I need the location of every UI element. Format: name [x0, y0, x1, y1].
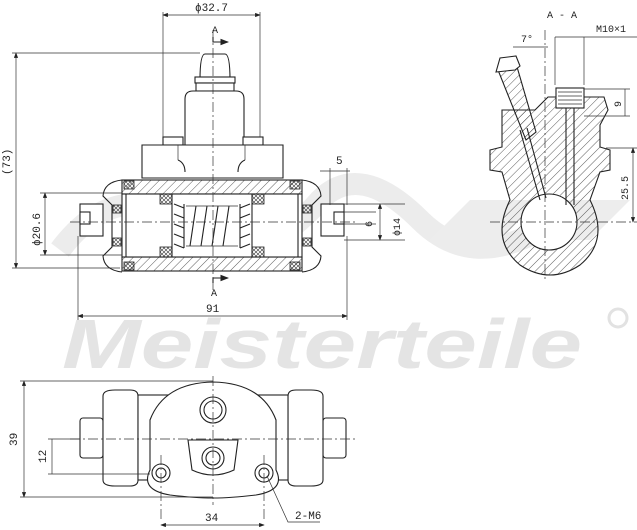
bottom-view: 39 12 34 2-M6: [9, 376, 355, 528]
front-view: A A ϕ32.7 (73) ϕ20.6 91 5 6: [2, 3, 405, 320]
watermark-brand: Meisterteile: [62, 305, 582, 383]
thread-label: M10×1: [596, 25, 626, 36]
dim-boot-width: 5: [336, 156, 343, 168]
dim-port-depth: 9: [614, 101, 625, 107]
angle-label: 7°: [521, 34, 533, 46]
dim-axis-offset: 25.5: [621, 176, 632, 200]
section-title: A - A: [547, 11, 577, 22]
section-marker-bottom: A: [211, 289, 217, 300]
dim-hole-offset: 12: [38, 450, 50, 463]
dim-overall-height: (73): [2, 149, 14, 175]
dim-overall-length: 91: [206, 304, 220, 316]
dim-piston-slot: 6: [365, 221, 376, 227]
section-view: A - A M10×1 7° 9 25.5: [489, 11, 637, 280]
dim-piston-diameter: ϕ14: [392, 218, 404, 236]
dim-top-diameter: ϕ32.7: [195, 3, 228, 15]
registered-mark-icon: [607, 307, 629, 329]
dim-hole-spacing: 34: [205, 513, 219, 525]
dim-bore-diameter: ϕ20.6: [32, 213, 44, 246]
dim-mount-holes: 2-M6: [295, 511, 321, 523]
dim-height: 39: [9, 433, 21, 446]
section-marker-top: A: [212, 26, 218, 37]
